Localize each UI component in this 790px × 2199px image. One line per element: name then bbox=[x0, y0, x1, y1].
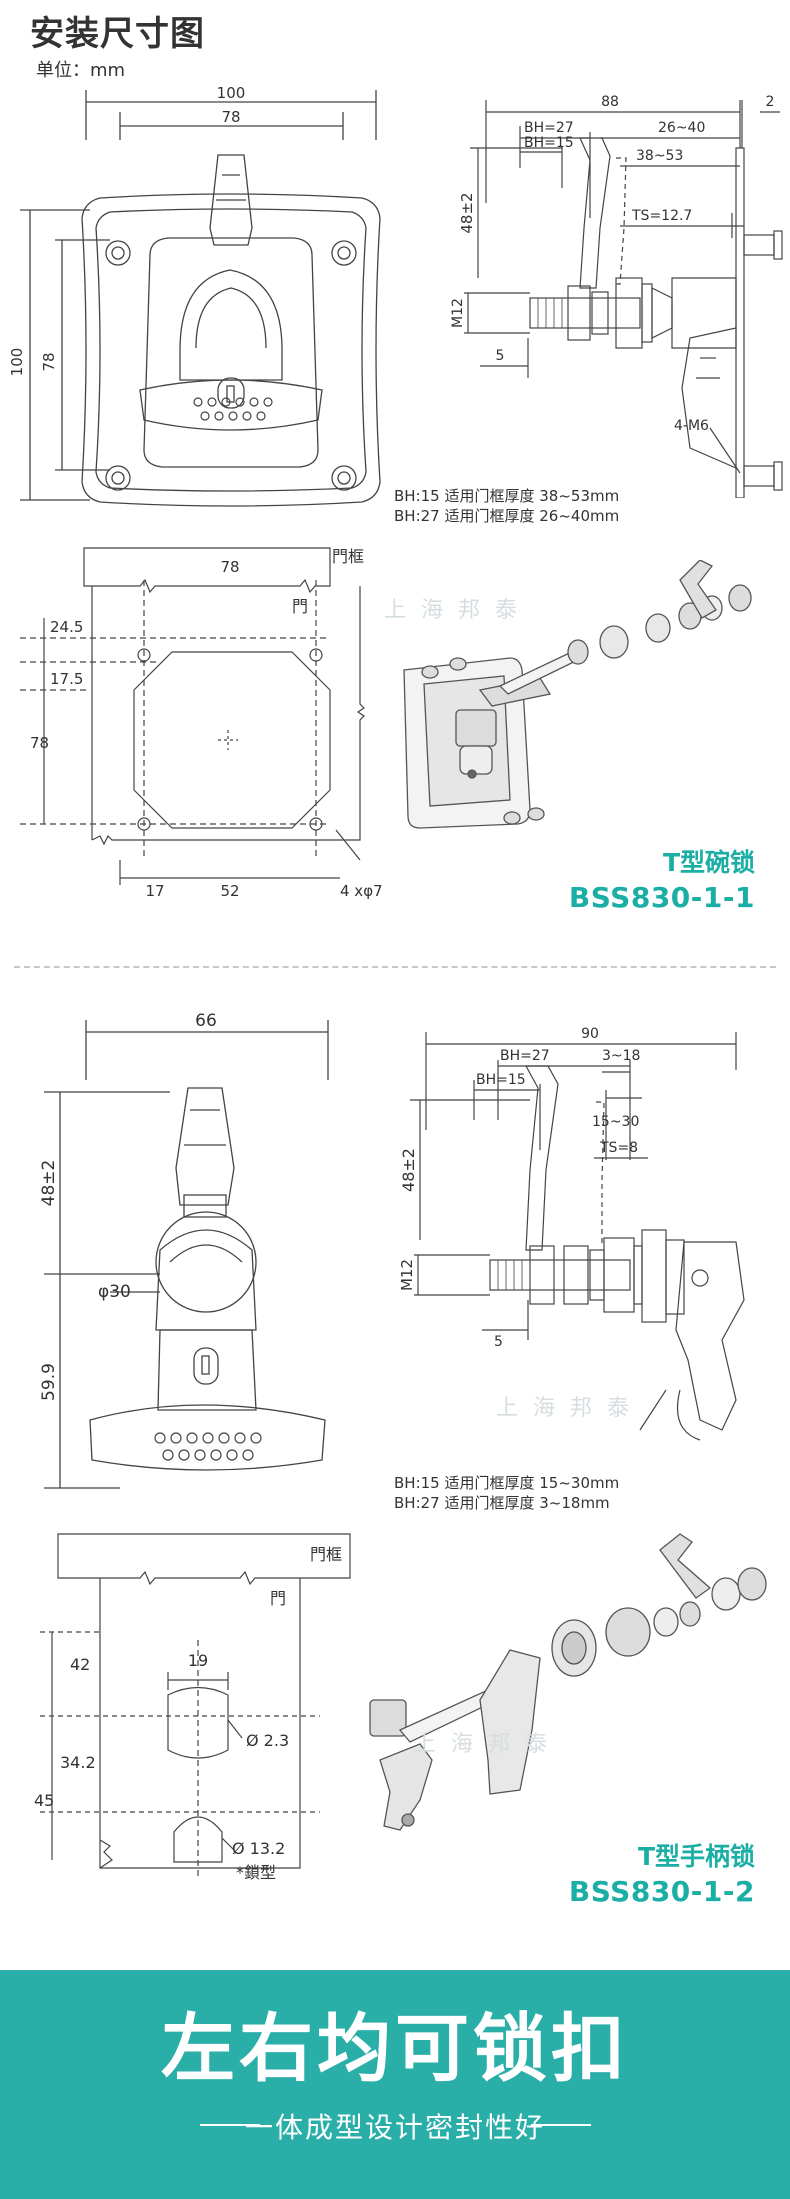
banner-sub-line-left bbox=[200, 2124, 260, 2126]
dim-5: 5 bbox=[496, 348, 505, 364]
side2-dim-5: 5 bbox=[494, 1334, 503, 1350]
watermark-1: 上 海 邦 泰 bbox=[384, 598, 521, 623]
side2-dim-90: 90 bbox=[581, 1026, 599, 1042]
lock1-spec-line2: BH:27 适用门框厚度 26~40mm bbox=[394, 507, 620, 525]
watermark-3: 上 海 邦 泰 bbox=[414, 1732, 551, 1757]
footer-banner bbox=[0, 1970, 790, 2199]
dim-bh15: BH=15 bbox=[524, 135, 574, 151]
dim-m12: M12 bbox=[450, 298, 466, 328]
lock1-exploded-view bbox=[403, 560, 752, 829]
unit-label: 单位：mm bbox=[36, 60, 126, 81]
watermark-2: 上 海 邦 泰 bbox=[496, 1396, 633, 1421]
dim-48: 48±2 bbox=[458, 192, 476, 233]
lock1-title-block: T型碗锁 BSS830-1-1 bbox=[569, 846, 755, 916]
lock2-spec-line2: BH:27 适用门框厚度 3~18mm bbox=[394, 1494, 610, 1512]
cut2-dim-42: 42 bbox=[70, 1655, 90, 1674]
side2-dim-3-18: 3~18 bbox=[602, 1048, 640, 1064]
front2-dim-66: 66 bbox=[195, 1011, 217, 1031]
side2-dim-bh27: BH=27 bbox=[500, 1048, 550, 1064]
cut1-dim-52: 52 bbox=[220, 882, 239, 900]
dim-88: 88 bbox=[601, 94, 619, 110]
lock2-spec-line1: BH:15 适用门框厚度 15~30mm bbox=[394, 1474, 620, 1492]
banner-subline: 一体成型设计密封性好 bbox=[244, 2111, 545, 2144]
dim-78-height: 78 bbox=[40, 352, 58, 371]
cut1-dim-17-5: 17.5 bbox=[50, 670, 83, 688]
side2-dim-m12: M12 bbox=[398, 1259, 416, 1291]
cut2-dim-phi2-3: Ø 2.3 bbox=[246, 1731, 289, 1750]
lock2-side-view: 90 BH=27 3~18 BH=15 15~30 48±2 TS=8 M12 … bbox=[398, 1026, 745, 1441]
page-title: 安装尺寸图 bbox=[30, 14, 205, 54]
lock2-spec: BH:15 适用门框厚度 15~30mm BH:27 适用门框厚度 3~18mm bbox=[394, 1473, 619, 1513]
dim-38-53: 38~53 bbox=[636, 148, 683, 164]
front2-dim-59-9: 59.9 bbox=[39, 1363, 59, 1401]
cut1-dim-78-top: 78 bbox=[220, 558, 239, 576]
banner-sub-line-right bbox=[531, 2124, 591, 2126]
cut2-dim-phi13-2: Ø 13.2 bbox=[232, 1839, 285, 1858]
lock1-spec: BH:15 适用门框厚度 38~53mm BH:27 适用门框厚度 26~40m… bbox=[394, 486, 619, 526]
side2-dim-bh15: BH=15 bbox=[476, 1072, 526, 1088]
lock1-spec-line1: BH:15 适用门框厚度 38~53mm bbox=[394, 487, 620, 505]
cut1-door-label: 門 bbox=[292, 597, 308, 616]
cut2-lock-type: *鎖型 bbox=[236, 1863, 276, 1882]
cut2-dim-19: 19 bbox=[188, 1651, 208, 1670]
front2-dim-48: 48±2 bbox=[39, 1160, 59, 1207]
side2-dim-48: 48±2 bbox=[399, 1148, 418, 1192]
lock1-product-name: T型碗锁 bbox=[662, 848, 755, 877]
lock2-title-block: T型手柄锁 BSS830-1-2 bbox=[569, 1840, 755, 1910]
dim-bh27: BH=27 bbox=[524, 120, 574, 136]
lock2-product-code: BSS830-1-2 bbox=[568, 1875, 755, 1908]
section-divider bbox=[14, 966, 776, 968]
cut2-frame-label: 門框 bbox=[310, 1545, 342, 1564]
cut2-door-label: 門 bbox=[270, 1589, 286, 1608]
cut1-holes: 4 xφ7 bbox=[340, 882, 383, 900]
lock1-cutout-diagram: 78 門框 門 24.5 17.5 78 17 52 4 xφ7 bbox=[20, 547, 383, 900]
lock2-exploded-view bbox=[369, 1533, 767, 1831]
cut2-dim-34-2: 34.2 bbox=[60, 1753, 96, 1772]
cut1-dim-78-left: 78 bbox=[30, 734, 49, 752]
lock2-cutout-diagram: 門框 門 42 19 Ø 2.3 34.2 45 Ø 13.2 *鎖型 bbox=[34, 1533, 351, 1882]
cut1-dim-24-5: 24.5 bbox=[50, 618, 83, 636]
dim-78-width: 78 bbox=[221, 108, 240, 126]
dim-4m6: 4-M6 bbox=[674, 418, 709, 434]
front2-dim-phi30: φ30 bbox=[98, 1282, 131, 1302]
dim-26-40: 26~40 bbox=[658, 120, 705, 136]
lock1-product-code: BSS830-1-1 bbox=[568, 881, 755, 914]
banner-headline: 左右均可锁扣 bbox=[161, 2006, 629, 2092]
lock1-front-view: 100 78 100 78 bbox=[8, 84, 381, 507]
cut1-frame-label: 門框 bbox=[332, 547, 364, 566]
lock1-side-view: 88 2 BH=27 BH=15 26~40 38~53 48±2 TS=12.… bbox=[450, 94, 783, 498]
dim-2: 2 bbox=[766, 94, 775, 110]
lock2-product-name: T型手柄锁 bbox=[637, 1842, 755, 1871]
dim-ts: TS=12.7 bbox=[631, 208, 692, 224]
cut1-dim-17: 17 bbox=[145, 882, 164, 900]
lock2-front-view: 66 48±2 φ30 59.9 bbox=[39, 1011, 329, 1489]
cut2-dim-45: 45 bbox=[34, 1791, 54, 1810]
side2-dim-15-30: 15~30 bbox=[592, 1114, 639, 1130]
dim-100-width: 100 bbox=[217, 84, 246, 102]
side2-dim-ts: TS=8 bbox=[599, 1140, 638, 1156]
dim-100-height: 100 bbox=[8, 348, 26, 377]
